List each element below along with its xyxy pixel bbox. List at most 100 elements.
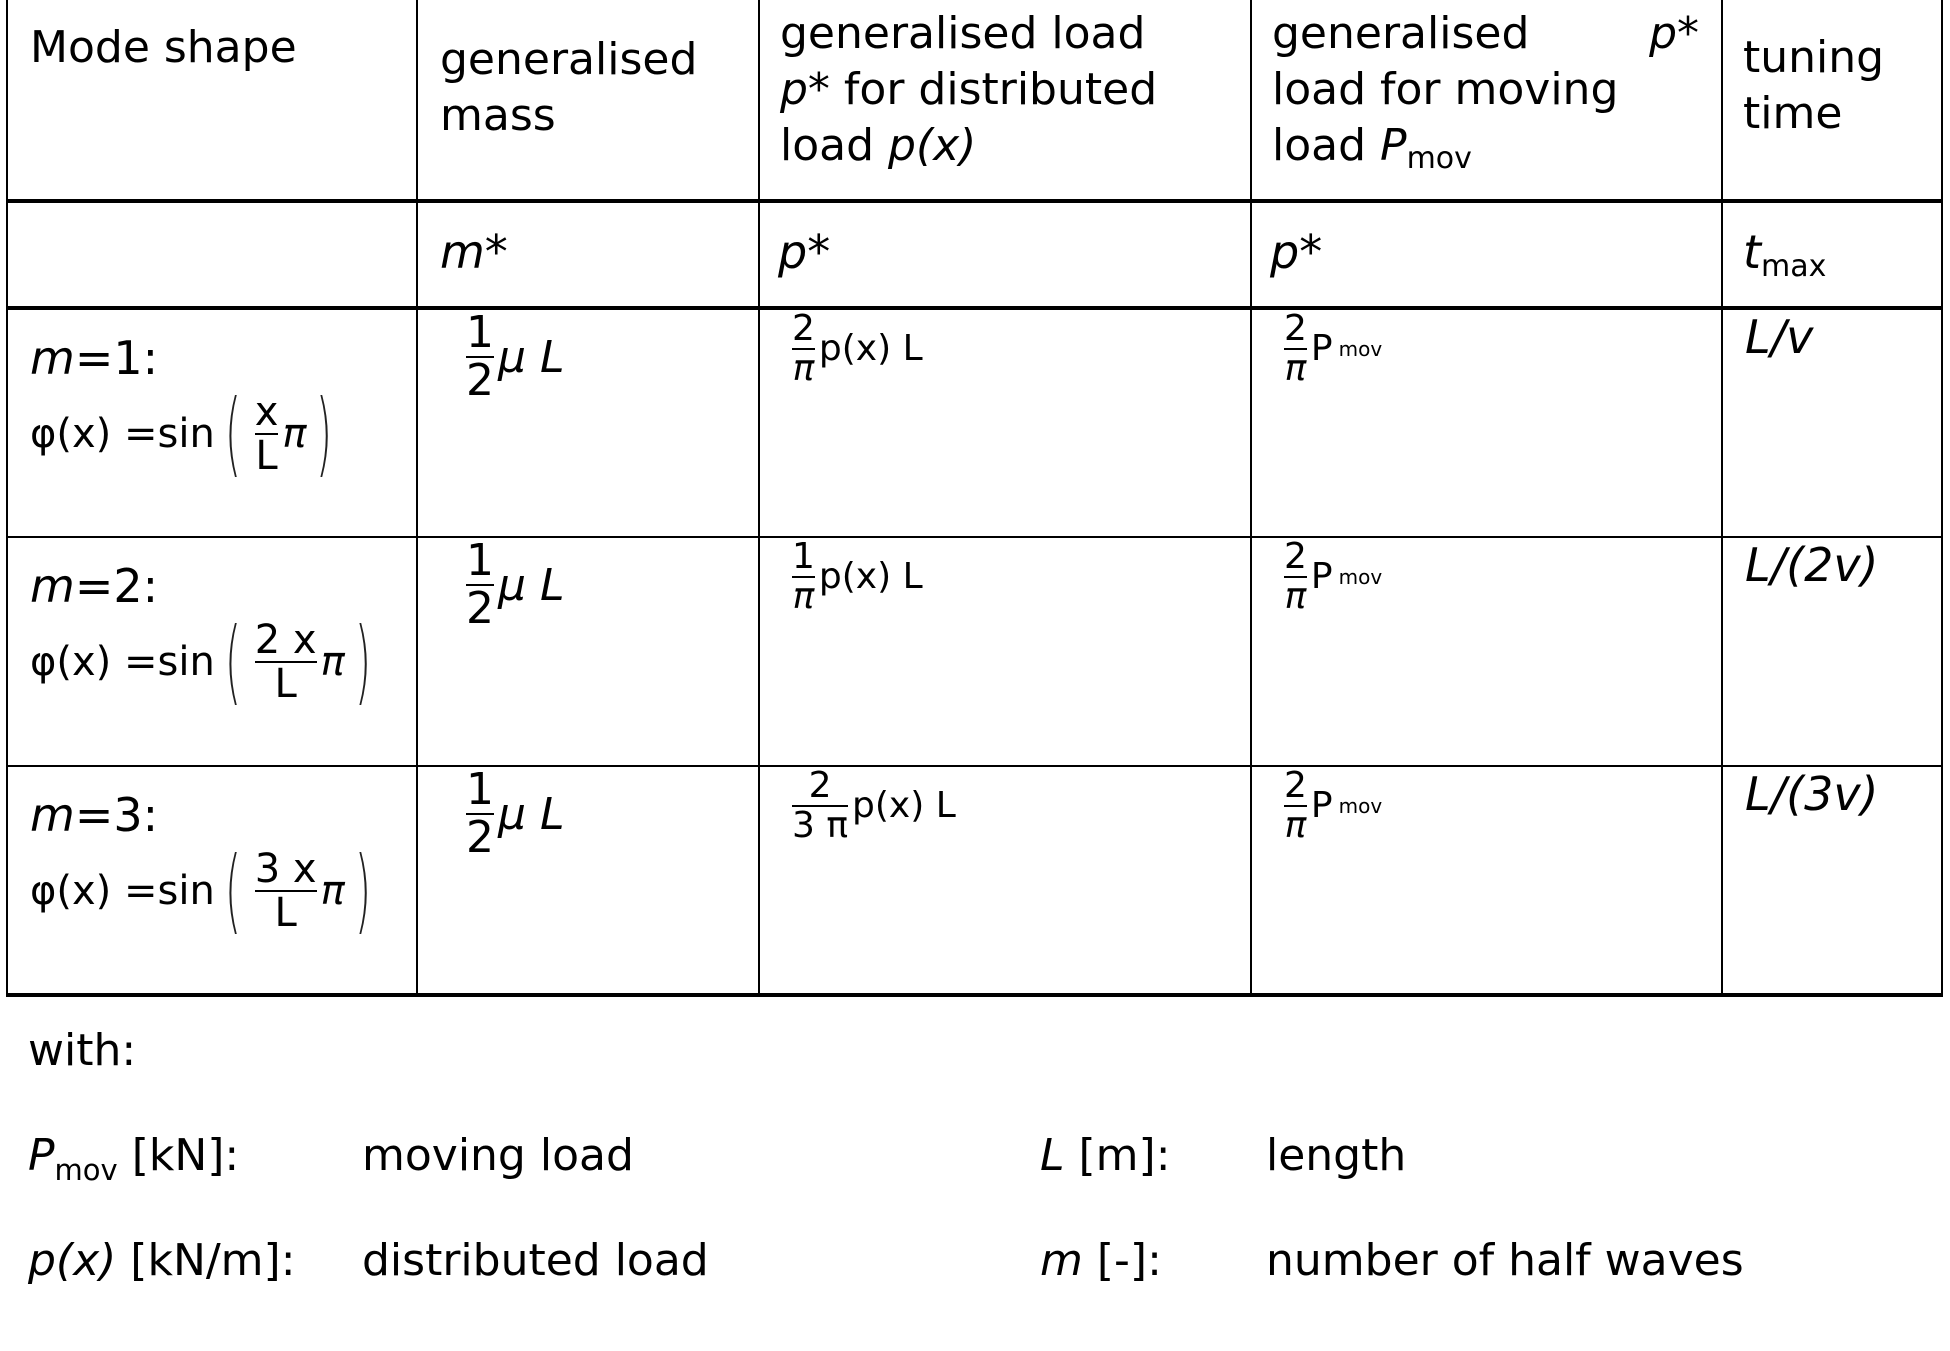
t-symbol: t: [1743, 225, 1762, 279]
legend-item-l-desc: length: [1266, 1130, 1407, 1181]
header-moving-line1-text: generalised: [1272, 8, 1530, 59]
mu-l-term: μ L: [498, 788, 565, 840]
numerator: 2: [808, 765, 832, 806]
fraction-bar: [1284, 804, 1307, 807]
header-moving-line2: load for moving: [1272, 64, 1619, 115]
denominator: L: [274, 890, 297, 936]
mode-number: =2:: [74, 559, 159, 613]
right-paren-icon: ): [354, 608, 371, 715]
m-symbol: m: [30, 788, 75, 842]
tuning-time-value: L/(3v): [1745, 767, 1879, 821]
numerator: 1: [792, 536, 815, 577]
numerator: 2: [792, 308, 815, 349]
fraction-bar: [466, 356, 494, 359]
mov-subscript: mov: [1338, 564, 1383, 589]
generalised-parameters-table: Mode shape generalised mass generalised …: [6, 0, 1943, 997]
tuning-time-value: L/v: [1745, 310, 1814, 364]
header-distributed-line3: load p(x): [780, 118, 1228, 174]
mov-subscript: mov: [1338, 793, 1383, 818]
tuning-time-cell: L/(2v): [1721, 536, 1943, 767]
p-mov-symbol: P: [28, 1130, 55, 1181]
pi-symbol: π: [320, 868, 345, 914]
p-symbol: P: [1310, 785, 1333, 827]
header-moving-line3: load Pmov: [1272, 118, 1699, 187]
legend-intro: with:: [28, 1025, 137, 1076]
m-symbol: m: [30, 331, 75, 385]
unit-m: [m]:: [1064, 1130, 1171, 1181]
unit-kn: [kN]:: [117, 1130, 240, 1181]
mode-label: m=1:: [30, 330, 416, 386]
left-paren-icon: (: [224, 608, 241, 715]
fraction-bar: [792, 347, 815, 350]
header-mass-text: generalised mass: [440, 34, 698, 141]
fraction-bar: [254, 433, 279, 435]
mu-l-term: μ L: [498, 331, 565, 383]
header-moving-line3-text: load: [1272, 120, 1381, 171]
symbol-moving: p*: [1250, 199, 1723, 309]
header-distributed-line2: p* for distributed: [780, 62, 1228, 118]
p-star-symbol: p*: [778, 225, 831, 279]
header-distributed-line1: generalised load: [780, 8, 1146, 59]
p-symbol: P: [1310, 556, 1333, 598]
p-star-symbol: p*: [1649, 8, 1699, 59]
px-l-term: p(x) L: [818, 328, 923, 370]
tuning-time-cell: L/v: [1721, 306, 1943, 538]
left-paren-icon: (: [224, 837, 241, 944]
fraction-bar: [792, 575, 815, 578]
px-l-term: p(x) L: [852, 785, 956, 827]
symbol-distributed: p*: [758, 199, 1252, 309]
denominator: π: [792, 575, 815, 617]
header-row: Mode shape generalised mass generalised …: [6, 0, 1943, 202]
denominator: π: [1284, 347, 1307, 389]
numerator: x: [254, 389, 279, 435]
legend-item-px-symbol: p(x) [kN/m]:: [28, 1235, 296, 1286]
symbol-row: m* p* p* tmax: [6, 199, 1943, 309]
left-paren-icon: (: [224, 380, 241, 487]
fraction-bar: [254, 661, 317, 663]
numerator: 2: [1284, 308, 1307, 349]
pi-symbol: π: [320, 639, 345, 685]
denominator: 3 π: [792, 804, 849, 846]
fraction-bar: [254, 890, 317, 892]
fraction-bar: [792, 804, 849, 807]
mode-number: =3:: [74, 788, 159, 842]
legend-item-m-symbol: m [-]:: [1040, 1235, 1162, 1286]
legend-item-px-desc: distributed load: [362, 1235, 709, 1286]
denominator: L: [274, 661, 297, 707]
tuning-time-value: L/(2v): [1745, 538, 1879, 592]
symbol-mode-empty: [6, 199, 418, 309]
p-star-symbol: p*: [1270, 225, 1323, 279]
phi-lhs: φ(x) =sin: [30, 411, 215, 457]
header-distributed-load-text: generalised load p* for distributed load…: [760, 0, 1250, 174]
px-symbol: p(x): [888, 120, 977, 171]
numerator: 2 x: [254, 617, 317, 663]
header-moving-line1: generalised p*: [1272, 6, 1699, 62]
